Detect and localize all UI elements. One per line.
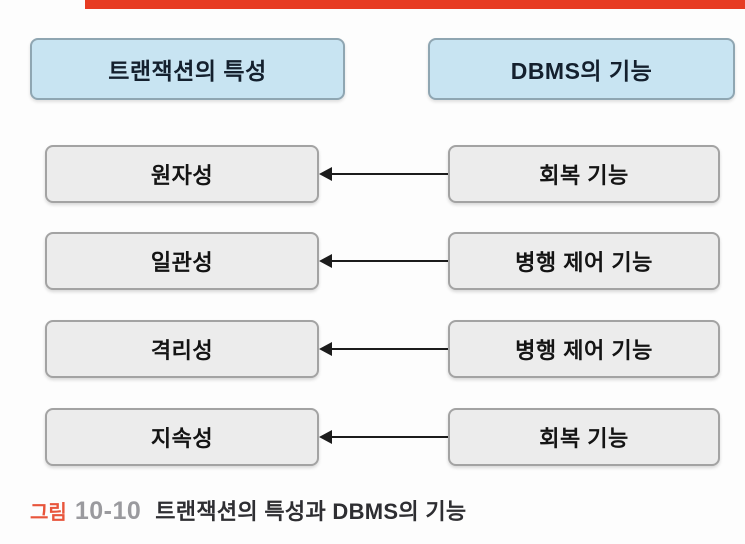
arrow-left-icon — [319, 430, 332, 444]
figure-caption-label: 그림 — [30, 502, 67, 524]
header-dbms-functions: DBMS의 기능 — [428, 38, 735, 100]
function-box-recovery-1: 회복 기능 — [448, 145, 720, 203]
arrow-line — [331, 436, 448, 438]
figure-caption: 그림 10-10 트랜잭션의 특성과 DBMS의 기능 — [30, 494, 466, 526]
property-box-consistency: 일관성 — [45, 232, 319, 290]
arrow-left-icon — [319, 342, 332, 356]
property-box-isolation: 격리성 — [45, 320, 319, 378]
arrow-left-icon — [319, 254, 332, 268]
property-box-atomicity: 원자성 — [45, 145, 319, 203]
arrow-line — [331, 348, 448, 350]
figure-caption-title: 트랜잭션의 특성과 DBMS의 기능 — [155, 499, 467, 524]
figure-caption-number: 10-10 — [74, 497, 142, 525]
page-top-accent-bar — [85, 0, 745, 9]
arrow-left-icon — [319, 167, 332, 181]
arrow-line — [331, 260, 448, 262]
function-box-concurrency-1: 병행 제어 기능 — [448, 232, 720, 290]
header-transaction-properties: 트랜잭션의 특성 — [30, 38, 345, 100]
arrow-line — [331, 173, 448, 175]
function-box-recovery-2: 회복 기능 — [448, 408, 720, 466]
function-box-concurrency-2: 병행 제어 기능 — [448, 320, 720, 378]
property-box-durability: 지속성 — [45, 408, 319, 466]
